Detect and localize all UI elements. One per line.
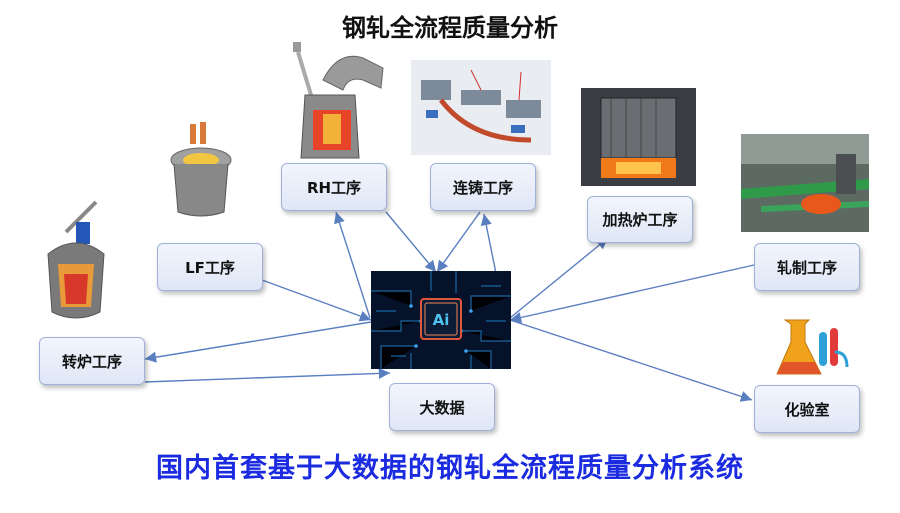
arrow-bottom-to-center xyxy=(144,367,391,383)
node-heating-furnace[interactable]: 加热炉工序 xyxy=(587,196,693,243)
lab-flask-icon xyxy=(776,319,849,375)
heating-furnace-image xyxy=(581,88,696,186)
caster-image xyxy=(411,60,551,155)
node-converter[interactable]: 转炉工序 xyxy=(39,337,145,385)
node-rh[interactable]: RH工序 xyxy=(281,163,387,211)
rolling-mill-image xyxy=(741,134,869,232)
arrow-cc-to-center xyxy=(436,211,481,273)
node-continuous-casting[interactable]: 连铸工序 xyxy=(430,163,536,211)
rh-vessel-image xyxy=(293,42,384,159)
node-rolling[interactable]: 轧制工序 xyxy=(754,243,860,291)
converter-image xyxy=(47,200,105,319)
diagram-title: 钢轧全流程质量分析 xyxy=(342,14,558,42)
arrow-lf-to-center xyxy=(261,279,372,322)
arrow-rolling-to-center xyxy=(509,264,755,324)
ai-chip-label: Ai xyxy=(433,311,450,329)
node-big-data[interactable]: 大数据 xyxy=(389,383,495,431)
node-lf[interactable]: LF工序 xyxy=(157,243,263,291)
ai-chip-image: Ai xyxy=(371,271,511,369)
arrow-to-furnace xyxy=(509,237,609,319)
lf-ladle-image xyxy=(170,122,232,217)
diagram-subtitle: 国内首套基于大数据的钢轧全流程质量分析系统 xyxy=(156,453,744,484)
arrow-rh-to-center xyxy=(385,211,437,273)
node-lab[interactable]: 化验室 xyxy=(754,385,860,433)
arrow-to-converter xyxy=(144,321,372,363)
arrow-to-lab xyxy=(509,319,753,402)
arrow-to-rh xyxy=(334,211,371,319)
